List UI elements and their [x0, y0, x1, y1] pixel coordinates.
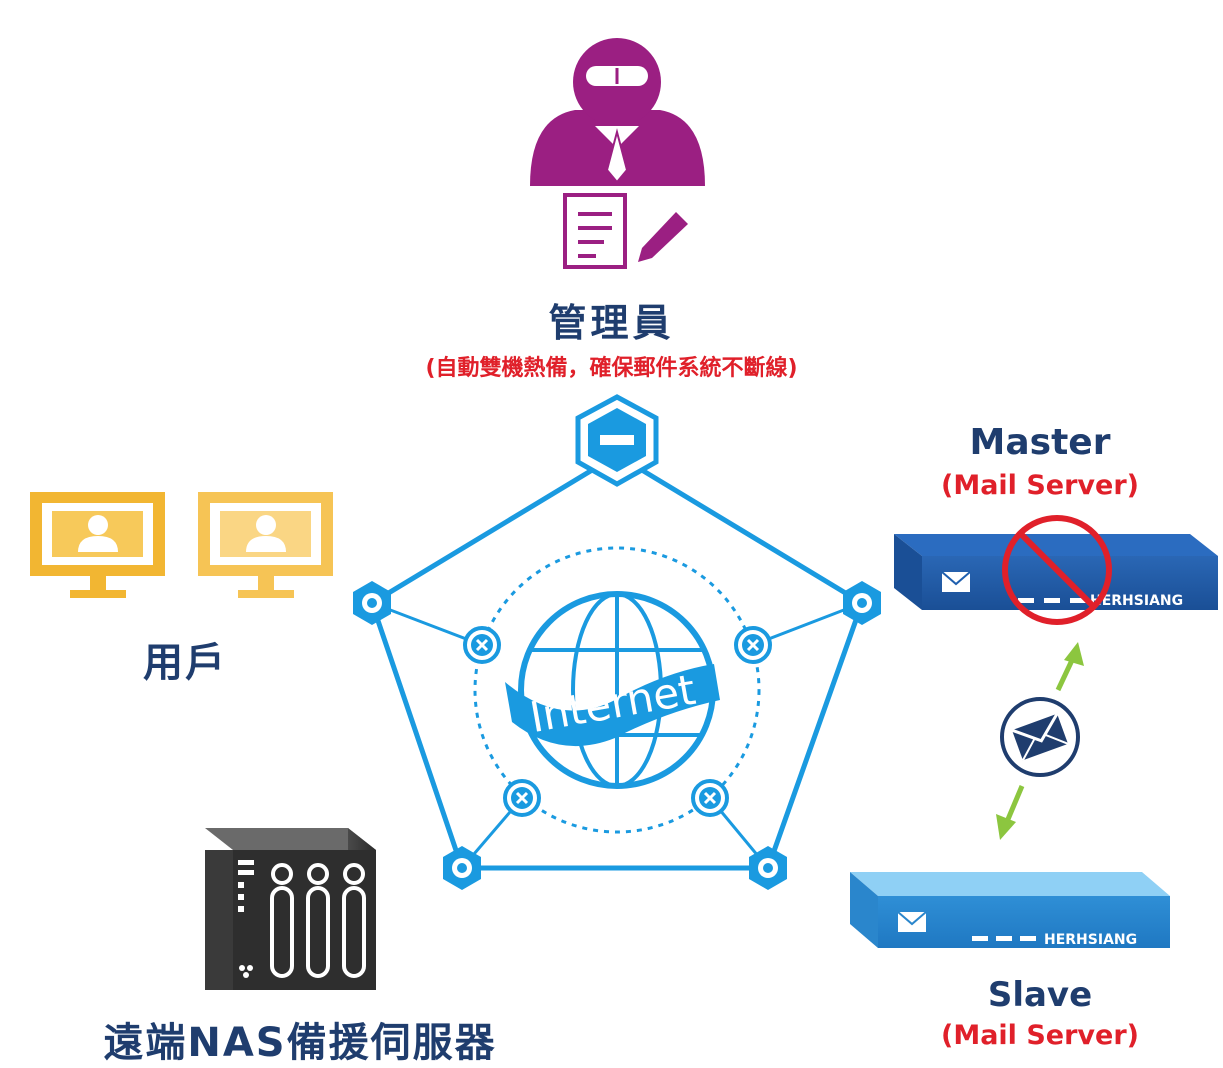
inner-node-lower-left — [503, 779, 541, 817]
pen-icon — [638, 212, 688, 262]
node-right — [843, 581, 881, 625]
master-subtitle: (Mail Server) — [941, 470, 1139, 501]
slave-brand: HERHSIANG — [1044, 932, 1137, 948]
sync-arrow-up — [1055, 642, 1084, 692]
sync-arrow-down — [996, 785, 1025, 840]
inner-node-lower-right — [691, 779, 729, 817]
node-left — [353, 581, 391, 625]
inner-node-upper-right — [734, 626, 772, 664]
master-title: Master — [969, 422, 1111, 463]
slave-server-icon: HERHSIANG — [850, 872, 1170, 948]
inner-node-upper-left — [463, 626, 501, 664]
document-icon — [563, 193, 627, 269]
user-monitor-icon — [30, 492, 165, 598]
node-bottom-left — [443, 846, 481, 890]
top-hub-node — [575, 394, 659, 487]
slave-title: Slave — [987, 975, 1093, 1015]
blocked-icon — [1002, 515, 1112, 625]
globe-icon — [505, 591, 720, 789]
nas-server-icon — [205, 828, 376, 990]
envelope-icon — [1000, 697, 1080, 777]
administrator-subtitle: (自動雙機熱備，確保郵件系統不斷線) — [425, 356, 798, 381]
user-monitor-icon — [198, 492, 333, 598]
nas-label: 遠端NAS備援伺服器 — [103, 1020, 497, 1066]
administrator-icon — [530, 38, 705, 186]
administrator-title: 管理員 — [548, 301, 675, 345]
node-bottom-right — [749, 846, 787, 890]
network-pentagon — [369, 452, 865, 871]
master-brand: HERHSIANG — [1090, 593, 1183, 609]
master-server-icon: HERHSIANG — [894, 534, 1218, 610]
dashed-ring — [473, 546, 761, 834]
slave-subtitle: (Mail Server) — [941, 1020, 1139, 1051]
users-label: 用戶 — [143, 640, 227, 686]
